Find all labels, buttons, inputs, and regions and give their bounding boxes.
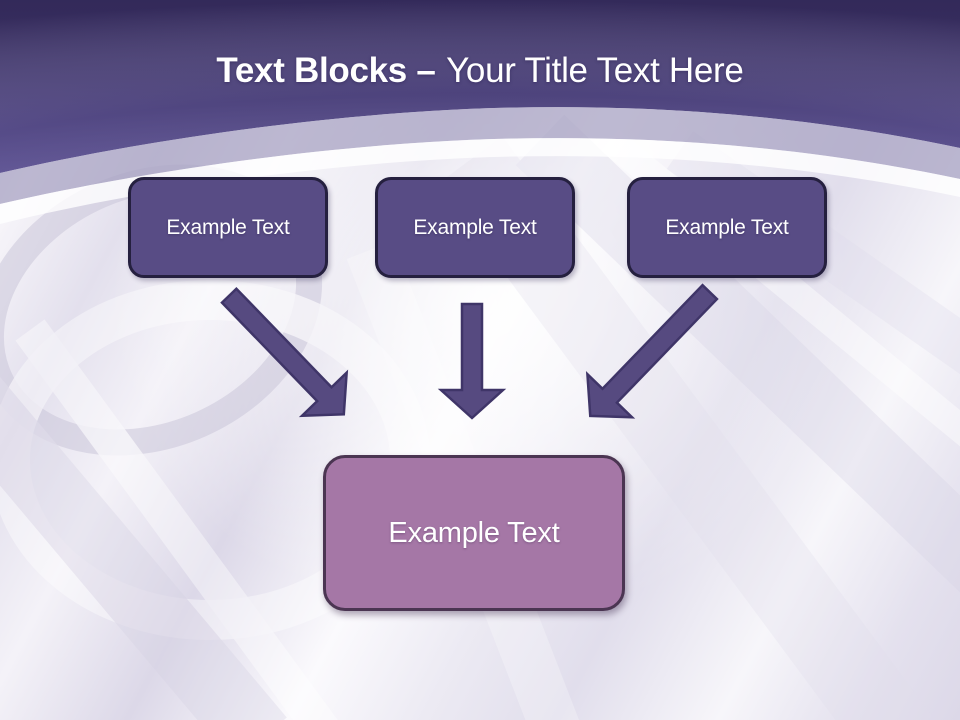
header-lavender-band	[0, 107, 960, 204]
text-block-1: Example Text	[128, 177, 328, 278]
text-block-3-label: Example Text	[665, 215, 789, 239]
photo-streak	[15, 319, 338, 720]
text-block-2-label: Example Text	[413, 215, 537, 239]
title-bold-text: Text Blocks –	[216, 51, 436, 90]
text-block-3: Example Text	[627, 177, 827, 278]
header-curve-band	[0, 0, 960, 224]
text-block-2: Example Text	[375, 177, 575, 278]
slide-title: Text Blocks – Your Title Text Here	[0, 51, 960, 91]
header-vignette	[0, 0, 960, 173]
title-regular-text: Your Title Text Here	[446, 51, 744, 90]
photo-streak	[0, 376, 287, 720]
text-block-1-label: Example Text	[166, 215, 290, 239]
header-white-band	[0, 138, 960, 224]
result-block-label: Example Text	[388, 516, 560, 549]
result-block: Example Text	[323, 455, 625, 611]
